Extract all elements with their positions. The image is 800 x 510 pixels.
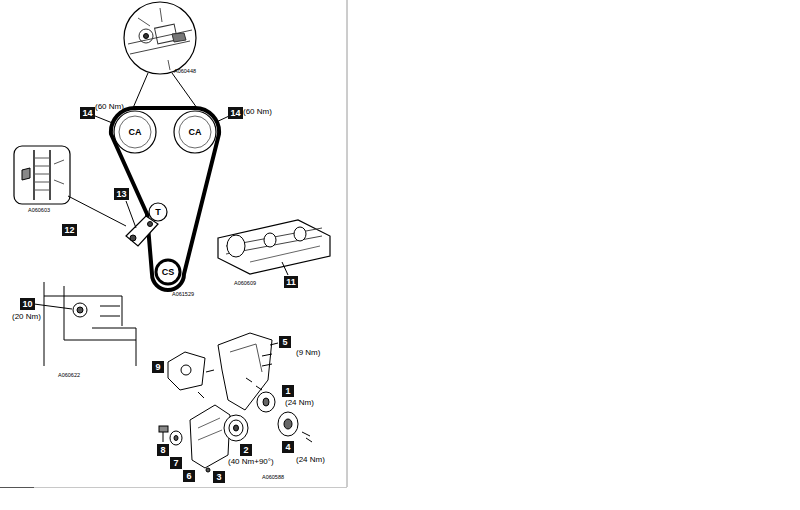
figure-ref: A061529	[172, 291, 194, 297]
callout-number: 12	[62, 224, 77, 236]
callout-number: 8	[157, 444, 169, 456]
callout-number: 11	[284, 276, 298, 288]
frame-line	[347, 0, 348, 487]
callout-number: 3	[213, 471, 225, 483]
engine-block-detail	[34, 282, 136, 366]
callout-text: 12	[64, 225, 74, 235]
figure-ref: A060622	[58, 372, 80, 378]
callout-number: 4	[282, 441, 294, 453]
detail-inset	[14, 146, 126, 226]
leader-line	[215, 117, 228, 123]
pulley-label: CS	[162, 267, 175, 277]
callout-text: 3	[216, 472, 221, 482]
camshaft-pulley: CA	[173, 110, 217, 154]
camshaft-inset	[218, 220, 330, 275]
callout-text: 14	[230, 108, 240, 118]
callout-text: 6	[186, 471, 191, 481]
timing-belt	[111, 108, 219, 290]
callout-number: 1	[282, 385, 294, 397]
callout-number: 10	[20, 298, 35, 310]
callout-text: 10	[22, 299, 32, 309]
frame-line	[0, 487, 347, 488]
callout-text: 1	[285, 386, 290, 396]
pulley-label: T	[155, 207, 161, 217]
callout-number: 13	[114, 188, 129, 200]
torque-value: (9 Nm)	[296, 349, 320, 358]
callout-text: 8	[160, 445, 165, 455]
tensioner-pulley: T	[148, 202, 168, 222]
callout-number: 14	[80, 107, 95, 119]
torque-value: (40 Nm+90°)	[228, 458, 274, 467]
torque-value: (24 Nm)	[296, 456, 325, 465]
callout-text: 7	[173, 458, 178, 468]
callout-number: 14	[228, 107, 243, 119]
pulley-label: CA	[129, 127, 142, 137]
detail-inset	[124, 2, 197, 108]
callout-text: 5	[282, 337, 287, 347]
callout-text: 2	[243, 445, 248, 455]
figure-ref: A060603	[28, 207, 50, 213]
frame-line	[0, 487, 34, 488]
pulley-label: CA	[189, 127, 202, 137]
callout-number: 9	[152, 361, 164, 373]
leader-line	[95, 116, 115, 124]
torque-value: (60 Nm)	[95, 103, 124, 112]
torque-value: (24 Nm)	[285, 399, 314, 408]
torque-value: (60 Nm)	[243, 108, 272, 117]
figure-ref: A060448	[174, 68, 196, 74]
callout-number: 2	[240, 444, 252, 456]
callout-number: 7	[170, 457, 182, 469]
callout-text: 11	[286, 277, 296, 287]
torque-value: (20 Nm)	[12, 313, 41, 322]
crankshaft-pulley: CS	[154, 258, 182, 286]
callout-text: 13	[116, 189, 126, 199]
callout-number: 5	[279, 336, 291, 348]
callout-text: 4	[285, 442, 290, 452]
callout-number: 6	[183, 470, 195, 482]
figure-ref: A060588	[262, 474, 284, 480]
camshaft-pulley: CA	[113, 110, 157, 154]
callout-text: 14	[82, 108, 92, 118]
figure-ref: A060609	[234, 280, 256, 286]
callout-text: 9	[155, 362, 160, 372]
